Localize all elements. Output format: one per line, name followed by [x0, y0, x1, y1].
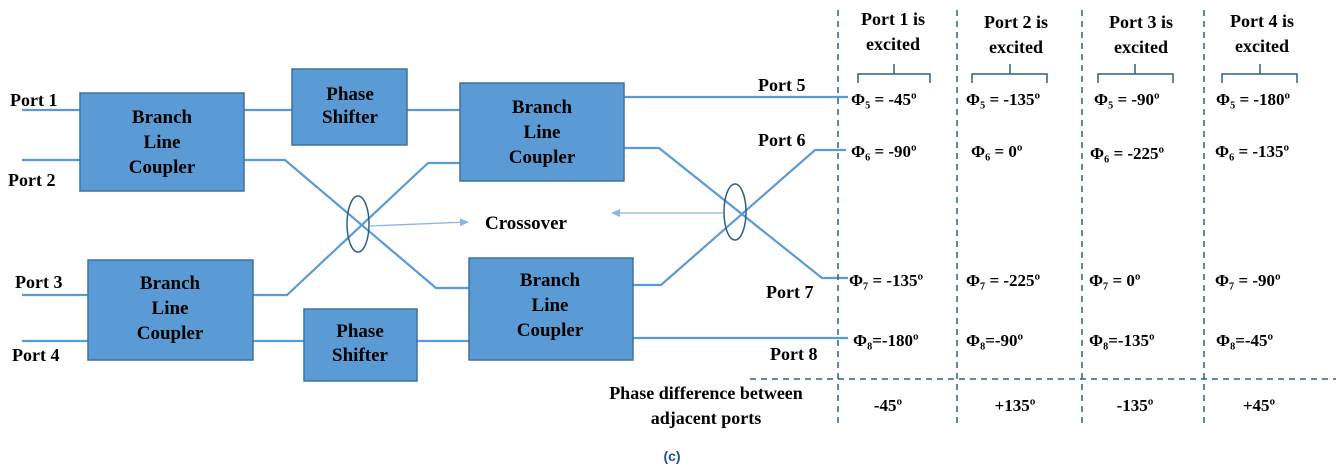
col3-header-line2: excited — [1114, 37, 1168, 57]
col3-phi7: Φ₇ = 0º — [1089, 271, 1141, 290]
col2-phase-diff: +135º — [995, 396, 1036, 415]
coupler-3: Branch Line Coupler — [87, 259, 254, 361]
port-7-label: Port 7 — [766, 282, 813, 302]
col1-phi7: Φ₇ = -135º — [849, 271, 924, 290]
svg-text:Line: Line — [144, 132, 181, 153]
wire-port7 — [624, 146, 848, 280]
svg-text:Line: Line — [152, 298, 189, 319]
col1-phi5: Φ₅ = -45º — [851, 90, 917, 109]
table-dividers — [750, 10, 1336, 428]
svg-text:Line: Line — [524, 122, 561, 143]
svg-text:Branch: Branch — [132, 107, 193, 128]
col2-phi7: Φ₇ = -225º — [966, 271, 1041, 290]
svg-text:Shifter: Shifter — [322, 107, 379, 128]
phase-values: Φ₅ = -45º Φ₅ = -135º Φ₅ = -90º Φ₅ = -180… — [849, 90, 1291, 350]
figure-caption: (c) — [663, 448, 680, 464]
col3-header-line1: Port 3 is — [1109, 12, 1173, 32]
crossover-ellipse-left — [346, 195, 370, 253]
col4-header-line2: excited — [1235, 36, 1289, 56]
port-2-label: Port 2 — [8, 170, 55, 190]
connection-wires — [22, 95, 848, 343]
col1-header-line1: Port 1 is — [861, 9, 925, 29]
wire-c3-c2-cross — [253, 161, 460, 297]
svg-text:Coupler: Coupler — [129, 157, 196, 178]
svg-text:Phase: Phase — [336, 321, 384, 342]
port-6-label: Port 6 — [758, 130, 805, 150]
col3-phase-diff: -135º — [1117, 396, 1154, 415]
crossover-arrow-left — [369, 218, 469, 227]
coupler-4: Branch Line Coupler — [468, 257, 634, 361]
svg-text:Coupler: Coupler — [509, 147, 576, 168]
svg-text:Coupler: Coupler — [137, 323, 204, 344]
col2-phi8: Φ₈=-90º — [966, 331, 1024, 350]
col4-phase-diff: +45º — [1243, 396, 1276, 415]
phase-shifter-1: Phase Shifter — [291, 68, 408, 146]
col1-header-line2: excited — [866, 34, 920, 54]
col4-header-line1: Port 4 is — [1230, 11, 1294, 31]
col4-phi7: Φ₇ = -90º — [1215, 271, 1281, 290]
col4-phi8: Φ₈=-45º — [1216, 331, 1274, 350]
port-4-label: Port 4 — [12, 345, 59, 365]
col1-phi6: Φ₆ = -90º — [851, 142, 917, 161]
svg-text:Line: Line — [532, 295, 569, 316]
crossover-label: Crossover — [485, 213, 568, 234]
col2-phi5: Φ₅ = -135º — [966, 90, 1041, 109]
phase-shifter-2: Phase Shifter — [303, 308, 418, 382]
port-labels: Port 1 Port 2 Port 3 Port 4 Port 5 Port … — [8, 75, 817, 365]
col2-header-line1: Port 2 is — [984, 12, 1048, 32]
col4-phi5: Φ₅ = -180º — [1216, 90, 1291, 109]
coupler-1: Branch Line Coupler — [79, 92, 245, 192]
wire-c1-c4-cross — [244, 158, 469, 290]
svg-text:Coupler: Coupler — [517, 320, 584, 341]
col1-phi8: Φ₈=-180º — [853, 331, 919, 350]
col2-phi6: Φ₆ = 0º — [971, 142, 1023, 161]
svg-text:Branch: Branch — [512, 97, 573, 118]
col3-phi6: Φ₆ = -225º — [1090, 144, 1165, 163]
port-8-label: Port 8 — [770, 344, 817, 364]
wire-port6 — [633, 148, 846, 287]
svg-text:Branch: Branch — [520, 270, 581, 291]
col1-phase-diff: -45º — [874, 396, 903, 415]
port-1-label: Port 1 — [10, 90, 57, 110]
crossover-markers: Crossover — [346, 183, 747, 253]
col4-phi6: Φ₆ = -135º — [1215, 142, 1290, 161]
coupler-2: Branch Line Coupler — [459, 82, 625, 182]
header-braces — [857, 64, 1298, 83]
svg-text:Branch: Branch — [140, 273, 201, 294]
phase-difference-row: Phase difference between adjacent ports … — [609, 383, 1275, 428]
col2-header-line2: excited — [989, 37, 1043, 57]
port-3-label: Port 3 — [15, 272, 62, 292]
phase-diff-label-line1: Phase difference between — [609, 383, 803, 403]
col3-phi5: Φ₅ = -90º — [1094, 90, 1160, 109]
phase-diff-label-line2: adjacent ports — [651, 408, 762, 428]
column-headers: Port 1 is excited Port 2 is excited Port… — [861, 9, 1294, 57]
port-5-label: Port 5 — [758, 75, 805, 95]
svg-text:Phase: Phase — [326, 84, 374, 105]
col3-phi8: Φ₈=-135º — [1089, 331, 1155, 350]
svg-text:Shifter: Shifter — [332, 345, 389, 366]
crossover-ellipse-right — [723, 183, 747, 241]
